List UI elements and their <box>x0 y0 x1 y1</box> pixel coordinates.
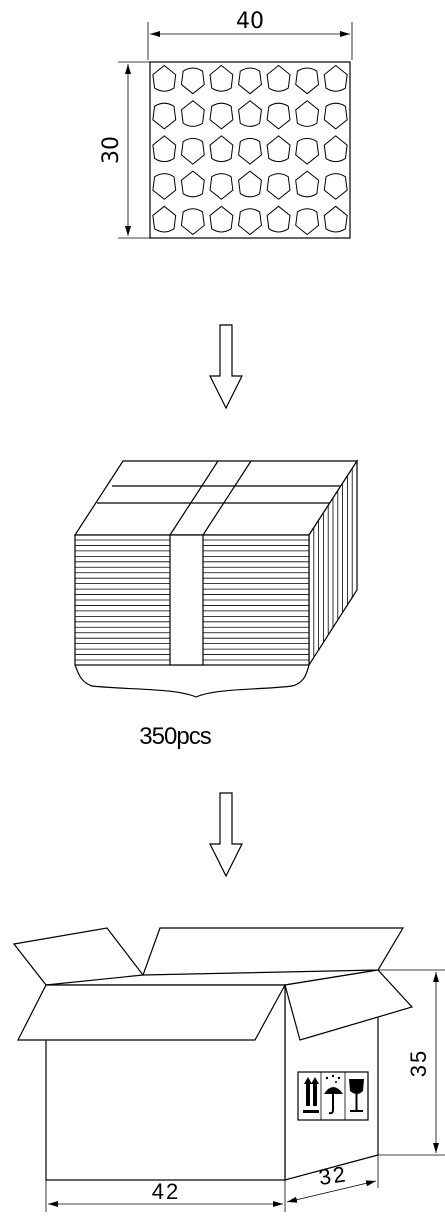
shield-cell <box>152 135 177 163</box>
shield-cell <box>238 137 262 165</box>
carton-width-dimension: 32 <box>286 1155 379 1203</box>
shield-cell <box>152 102 177 130</box>
shield-cell <box>323 205 348 233</box>
carton-length-dimension: 42 <box>45 1179 286 1212</box>
shield-cell <box>295 137 320 165</box>
shield-cell <box>266 102 291 130</box>
shield-cell <box>209 102 234 130</box>
carton-right-flap <box>284 969 414 1041</box>
carton-height-label: 35 <box>406 1049 431 1077</box>
shield-cell <box>295 67 320 95</box>
shield-cell <box>180 67 205 95</box>
shield-cell <box>295 100 320 127</box>
sheet-height-dimension: 30 <box>99 61 152 239</box>
shield-cell <box>266 173 291 200</box>
shield-cell <box>180 137 205 165</box>
shield-cell <box>209 205 234 233</box>
stack-count-brace <box>74 664 310 698</box>
shield-cell <box>238 208 262 236</box>
carton-front-flap <box>17 984 287 1041</box>
carton-back-right-flap <box>142 927 405 976</box>
carton-height-dimension: 35 <box>378 969 445 1156</box>
shield-cell <box>152 205 177 233</box>
shield-cell <box>323 135 348 163</box>
sheet-width-dimension: 40 <box>147 9 353 60</box>
carton-back-left-flap <box>12 927 145 986</box>
shield-cell <box>209 64 234 92</box>
shield-cell <box>209 135 234 163</box>
carton-width-label: 32 <box>317 1161 349 1190</box>
shield-cell <box>209 173 234 200</box>
shield-cell <box>323 102 348 130</box>
stack-count-label: 350pcs <box>139 723 211 750</box>
fragile-icon <box>349 1079 364 1112</box>
stack-strap <box>169 534 204 666</box>
shield-cell <box>266 64 291 92</box>
shield-cell <box>295 208 320 236</box>
shield-cell <box>266 205 291 233</box>
shield-cell <box>295 170 320 198</box>
down-arrow-icon <box>209 324 243 410</box>
shield-cell <box>266 135 291 163</box>
handling-symbols <box>297 1071 369 1121</box>
shield-cell <box>238 100 262 127</box>
this-way-up-icon <box>303 1077 319 1113</box>
shield-cell <box>180 100 205 127</box>
keep-dry-icon <box>324 1074 343 1115</box>
shield-cell <box>238 170 262 198</box>
shield-cell <box>323 173 348 200</box>
shield-cell <box>180 170 205 198</box>
shield-cell <box>180 208 205 236</box>
down-arrow-icon <box>209 792 243 878</box>
stack-side-lines <box>313 468 353 658</box>
shield-cell <box>152 64 177 92</box>
sheet-height-label: 30 <box>99 136 124 164</box>
shield-cell <box>323 64 348 92</box>
shield-grid <box>152 64 348 236</box>
shield-cell <box>238 67 262 95</box>
sheet-drawing: 40 30 <box>99 9 353 239</box>
sheet-width-label: 40 <box>236 9 264 34</box>
carton-drawing: 42 32 35 <box>12 927 445 1212</box>
carton-length-label: 42 <box>152 1179 180 1204</box>
sheet-stack-drawing: 350pcs <box>73 458 359 750</box>
shield-cell <box>152 173 177 200</box>
sheet-outline <box>149 61 351 239</box>
